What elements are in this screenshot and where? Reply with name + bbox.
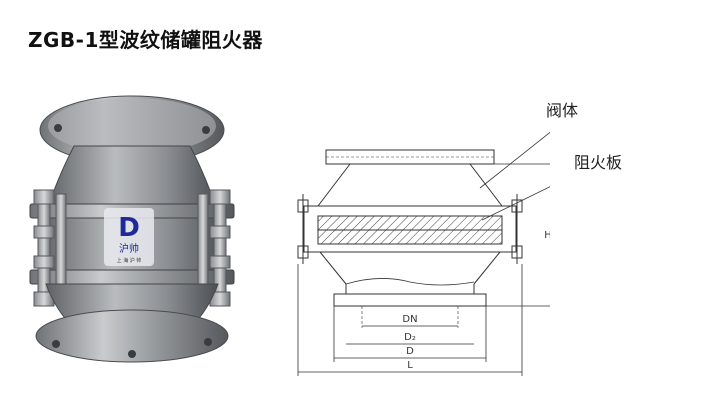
bolt-hole-icon: [204, 338, 212, 346]
technical-drawing: DN D₂ D L H: [297, 131, 550, 376]
dim-l: L: [407, 360, 413, 371]
drawing-bottom-flange: [333, 293, 487, 307]
drawing-upper-cone: [317, 163, 503, 207]
brand-caption: 上 海 沪 帅: [117, 257, 142, 264]
brand-name: 沪帅: [119, 242, 139, 255]
brand-logo: D 沪帅 上 海 沪 帅: [104, 208, 154, 266]
callout-arrester-plate: 阻火板: [574, 153, 623, 172]
leader-body: [479, 131, 550, 189]
bolt-hole-icon: [128, 350, 136, 358]
dim-d: D: [406, 346, 414, 357]
logo-glyph: D: [118, 213, 140, 243]
callout-valve-body: 阀体: [546, 101, 579, 120]
drawing-bolts: [297, 194, 523, 264]
bolt-hole-icon: [52, 340, 60, 348]
drawing-clamp: [303, 205, 517, 253]
dim-h: H: [544, 230, 550, 241]
bolt-hole-icon: [202, 126, 210, 134]
dim-d2: D₂: [404, 332, 416, 343]
bottom-flange: [35, 309, 229, 363]
dimension-lines: [297, 163, 550, 376]
drawing-lower-cone: [319, 251, 501, 285]
leader-plate: [481, 186, 550, 221]
product-photo: D 沪帅 上 海 沪 帅: [29, 95, 235, 363]
page-title: ZGB-1型波纹储罐阻火器: [28, 28, 263, 52]
dim-dn: DN: [402, 314, 417, 325]
bolts: [33, 189, 231, 307]
bolt-hole-icon: [54, 124, 62, 132]
